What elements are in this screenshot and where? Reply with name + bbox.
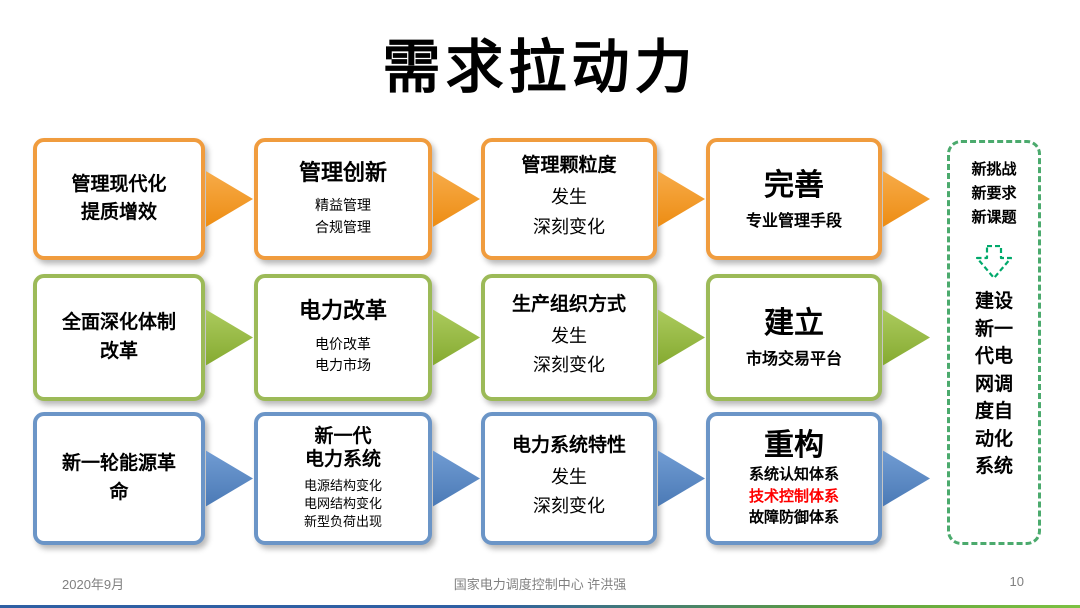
box-subtext: 电源结构变化 电网结构变化 新型负荷出现 xyxy=(303,477,382,529)
box-energy-revolution: 新一轮能源革 命 xyxy=(33,412,205,545)
arrow-right-icon xyxy=(883,450,930,507)
box-subtext: 专业管理手段 xyxy=(745,212,842,230)
footer-date: 2020年9月 xyxy=(62,577,125,592)
box-establish-market: 建立 市场交易平台 xyxy=(706,274,882,401)
box-deepening-reform: 全面深化体制 改革 xyxy=(33,274,205,401)
box-text: 全面深化体制 改革 xyxy=(61,312,176,362)
box-heading: 电力改革 xyxy=(298,298,387,324)
box-heading: 电力系统特性 xyxy=(511,434,626,456)
box-management-modernization: 管理现代化 提质增效 xyxy=(33,138,205,260)
arrow-right-icon xyxy=(433,171,480,227)
box-management-granularity: 管理颗粒度 发生 深刻变化 xyxy=(481,138,657,260)
side-goal-panel: 新挑战 新要求 新课题 建设 新一 代电 网调 度自 动化 系统 xyxy=(947,140,1041,545)
box-text: 管理现代化 提质增效 xyxy=(71,173,167,224)
arrow-right-icon xyxy=(658,309,705,366)
box-keyword: 建立 xyxy=(764,307,824,340)
arrow-right-icon xyxy=(206,171,253,227)
box-power-reform: 电力改革 电价改革 电力市场 xyxy=(254,274,432,401)
box-subtext: 精益管理 合规管理 xyxy=(315,197,371,235)
arrow-right-icon xyxy=(658,171,705,227)
flow-row-energy: 新一轮能源革 命 新一代 电力系统 电源结构变化 电网结构变化 新型负荷出现 电… xyxy=(33,412,931,545)
flow-row-management: 管理现代化 提质增效 管理创新 精益管理 合规管理 管理颗粒度 发生 深刻变化 … xyxy=(33,138,931,260)
box-line-cognition: 系统认知体系 xyxy=(748,465,839,483)
challenges-text: 新挑战 新要求 新课题 xyxy=(971,161,1017,226)
box-power-system-characteristics: 电力系统特性 发生 深刻变化 xyxy=(481,412,657,545)
box-new-power-system: 新一代 电力系统 电源结构变化 电网结构变化 新型负荷出现 xyxy=(254,412,432,545)
box-production-organization: 生产组织方式 发生 深刻变化 xyxy=(481,274,657,401)
box-heading: 管理颗粒度 xyxy=(521,155,617,177)
box-reconstruct-systems: 重构 系统认知体系 技术控制体系 故障防御体系 xyxy=(706,412,882,545)
box-heading: 新一代 电力系统 xyxy=(304,425,381,470)
goal-text: 建设 新一 代电 网调 度自 动化 系统 xyxy=(974,291,1013,478)
bottom-accent-strip xyxy=(0,605,1080,608)
footer-page-number: 10 xyxy=(1009,574,1024,589)
arrow-right-icon xyxy=(883,309,930,366)
box-body: 发生 深刻变化 xyxy=(533,187,605,237)
box-subtext: 电价改革 电力市场 xyxy=(315,335,371,374)
arrow-right-icon xyxy=(206,450,253,507)
slide-title: 需求拉动力 xyxy=(382,35,698,100)
box-heading: 生产组织方式 xyxy=(511,293,626,315)
box-heading: 管理创新 xyxy=(298,159,387,185)
arrow-right-icon xyxy=(433,450,480,507)
arrow-right-icon xyxy=(206,309,253,366)
slide-footer: 2020年9月 国家电力调度控制中心 许洪强 10 xyxy=(0,574,1080,592)
box-body: 发生 深刻变化 xyxy=(533,325,605,376)
box-text: 新一轮能源革 命 xyxy=(61,453,176,503)
flow-row-reform: 全面深化体制 改革 电力改革 电价改革 电力市场 生产组织方式 发生 深刻变化 … xyxy=(33,274,931,401)
arrow-right-icon xyxy=(883,171,930,227)
footer-credit: 国家电力调度控制中心 许洪强 xyxy=(453,577,627,592)
arrow-right-icon xyxy=(658,450,705,507)
box-line-defense: 故障防御体系 xyxy=(748,509,839,527)
box-line-control-highlight: 技术控制体系 xyxy=(748,487,839,505)
box-body: 发生 深刻变化 xyxy=(533,466,605,517)
dashed-down-arrow-icon xyxy=(976,245,1012,279)
box-subtext: 市场交易平台 xyxy=(745,351,842,368)
box-keyword: 重构 xyxy=(764,428,824,462)
box-management-innovation: 管理创新 精益管理 合规管理 xyxy=(254,138,432,260)
box-perfect-management: 完善 专业管理手段 xyxy=(706,138,882,260)
arrow-right-icon xyxy=(433,309,480,366)
box-keyword: 完善 xyxy=(764,168,824,202)
